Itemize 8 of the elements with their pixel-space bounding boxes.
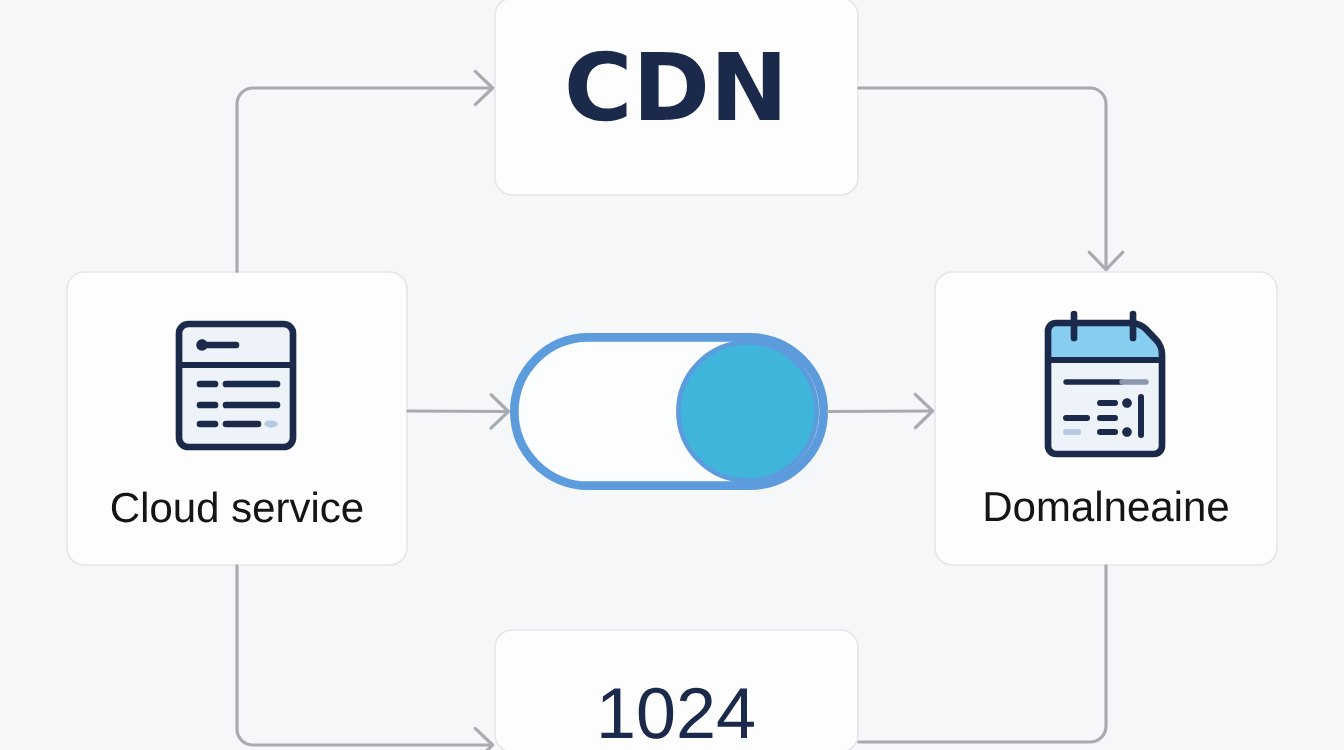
card: CDN [494,0,859,196]
arrow [235,564,495,750]
arrow [826,392,935,430]
arrow [235,69,495,273]
card: 1024 [494,629,859,750]
arrow [406,393,510,430]
toggle-switch [510,333,828,490]
arrow [857,86,1125,272]
